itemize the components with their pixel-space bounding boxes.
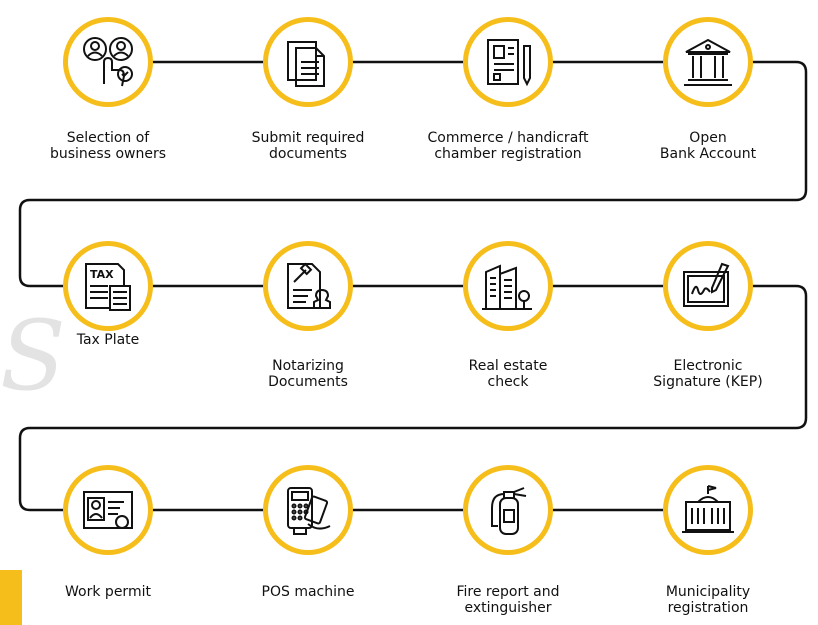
step-9-circle (63, 465, 153, 555)
municipality-building-icon (682, 485, 734, 533)
step-5-circle: TAX (63, 241, 153, 331)
step-7-label: Real estate check (468, 358, 548, 390)
step-2-label: Submit required documents (251, 130, 365, 162)
step-4-circle (663, 17, 753, 107)
registration-form-icon (487, 39, 531, 87)
step-1-label: Selection of business owners (49, 130, 167, 162)
business-owners-icon (83, 37, 133, 87)
step-4-label: Open Bank Account (659, 130, 757, 162)
corner-accent-block (0, 570, 22, 625)
step-2-circle (263, 17, 353, 107)
step-10-label: POS machine (261, 584, 355, 600)
notary-stamp-icon (287, 262, 331, 309)
tax-plate-icon: TAX (85, 263, 131, 311)
step-6-circle (263, 241, 353, 331)
bank-icon (684, 38, 732, 86)
documents-icon (287, 41, 325, 87)
step-10-circle (263, 465, 353, 555)
step-12-label: Municipality registration (665, 584, 751, 616)
step-8-label: Electronic Signature (KEP) (653, 358, 763, 390)
pos-machine-icon (287, 487, 331, 535)
step-6-label: Notarizing Documents (268, 358, 348, 390)
step-11-circle (463, 465, 553, 555)
step-1-circle (63, 17, 153, 107)
watermark-letter: S (0, 300, 66, 412)
svg-text:TAX: TAX (90, 268, 114, 281)
step-8-circle (663, 241, 753, 331)
step-7-circle (463, 241, 553, 331)
fire-extinguisher-icon (491, 487, 527, 535)
id-card-icon (83, 491, 133, 529)
buildings-icon (482, 264, 532, 310)
step-3-circle (463, 17, 553, 107)
step-12-circle (663, 465, 753, 555)
step-11-label: Fire report and extinguisher (456, 584, 560, 616)
step-9-label: Work permit (65, 584, 151, 600)
signature-icon (683, 262, 730, 307)
step-5-label: Tax Plate (76, 332, 140, 348)
step-3-label: Commerce / handicraft chamber registrati… (427, 130, 589, 162)
